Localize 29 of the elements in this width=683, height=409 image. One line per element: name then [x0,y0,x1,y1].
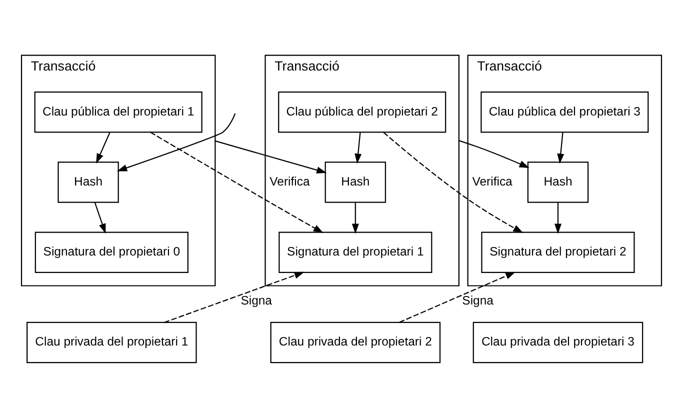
node-box: Clau privada del propietari 3 [472,322,644,364]
node-box: Hash [527,162,589,203]
node-box: Clau pública del propietari 2 [278,92,446,133]
arrow [399,272,516,323]
arrow [383,132,524,234]
arrow [557,132,564,164]
node-box: Clau privada del propietari 1 [26,322,197,364]
node-box: Clau privada del propietari 2 [270,322,441,364]
node-box: Hash [324,162,386,203]
arrow [215,140,327,174]
node-box: Signatura del propietari 2 [481,232,635,273]
node-box: Clau pública del propietari 1 [34,92,202,133]
edge-label: Verifica [270,174,310,188]
edge-label: Signa [240,293,272,308]
node-box: Hash [58,162,119,203]
node-box: Signatura del propietari 1 [278,232,432,273]
node-box: Clau pública del propietari 3 [480,92,649,133]
edge-label: Verifica [472,174,512,188]
arrow [94,202,106,234]
edge-label: Signa [462,293,494,308]
arrow [352,202,359,234]
arrow [354,132,362,164]
node-box: Signatura del propietari 0 [34,232,188,273]
arrow [458,140,530,168]
arrow [164,272,304,323]
arrow [96,132,110,164]
arrow [554,202,562,234]
arrow [117,113,236,172]
arrow [150,132,324,234]
